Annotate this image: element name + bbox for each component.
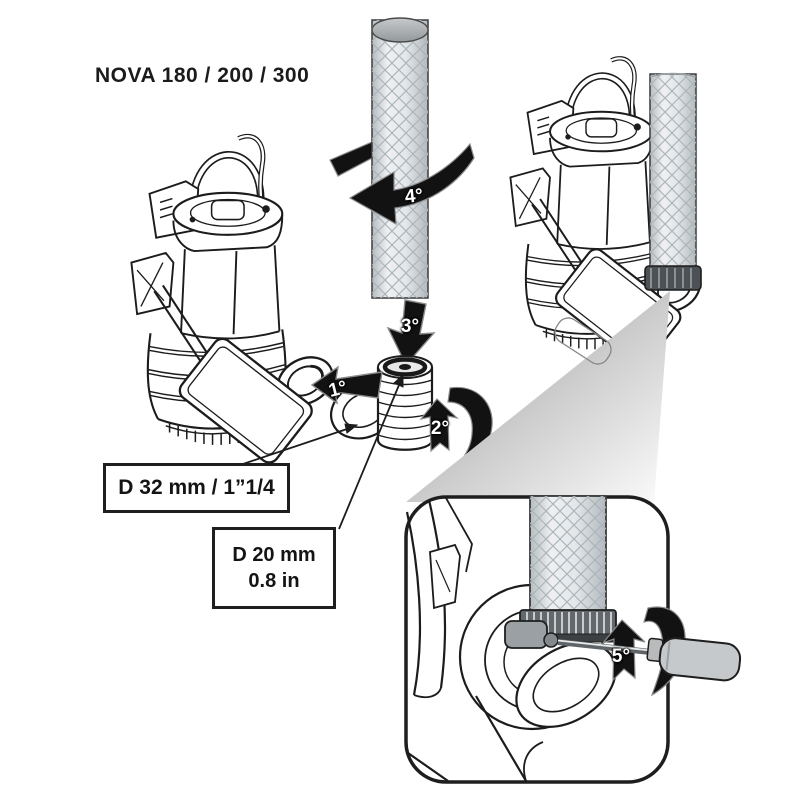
elbow-fitting bbox=[330, 355, 434, 451]
leader-line-hose bbox=[338, 384, 400, 530]
leader-line-outlet bbox=[239, 428, 348, 466]
page-title: NOVA 180 / 200 / 300 bbox=[95, 64, 310, 87]
dimension-hose-line1: D 20 mm bbox=[232, 544, 316, 566]
hose-clamp bbox=[504, 609, 617, 649]
dimension-hose-line2: 0.8 in bbox=[248, 570, 300, 592]
leader-arrowhead-hose bbox=[393, 373, 404, 388]
clamp-screw-housing bbox=[504, 620, 548, 649]
dimension-outlet-label: D 32 mm / 1”1/4 bbox=[118, 476, 275, 499]
clamp-ribs bbox=[650, 268, 692, 288]
pump-illustration-right bbox=[510, 58, 707, 369]
screwdriver-handle bbox=[658, 637, 742, 682]
outlet-direction-arrow-icon bbox=[310, 365, 383, 405]
pump-illustration-left bbox=[131, 136, 340, 466]
hose-clamp-small bbox=[644, 265, 702, 291]
twist-arrow-icon bbox=[348, 142, 475, 226]
detail-inset bbox=[404, 495, 742, 784]
handle-ridge bbox=[665, 641, 671, 671]
attached-hose-mesh bbox=[650, 74, 696, 274]
push-down-arrow-icon bbox=[386, 299, 436, 367]
inset-pump-closeup bbox=[405, 497, 617, 782]
discharge-hose bbox=[329, 17, 475, 299]
screwdriver-shaft bbox=[557, 639, 661, 656]
clamp-screw-head bbox=[543, 632, 559, 648]
spotlight-callout bbox=[406, 291, 670, 502]
inset-hose-mesh bbox=[530, 496, 606, 628]
hose-mesh bbox=[372, 20, 428, 298]
hose-open-end bbox=[371, 17, 429, 43]
screwdriver bbox=[557, 637, 742, 682]
shaft-highlight bbox=[557, 639, 661, 653]
twist-ribbon-back bbox=[329, 141, 373, 177]
leader-arrowhead-outlet bbox=[344, 423, 359, 434]
dimension-box-hose: D 20 mm 0.8 in bbox=[212, 527, 336, 609]
leader-lines bbox=[239, 373, 404, 530]
dimension-box-outlet: D 32 mm / 1”1/4 bbox=[103, 463, 290, 513]
hose-cut-edge bbox=[649, 72, 697, 78]
